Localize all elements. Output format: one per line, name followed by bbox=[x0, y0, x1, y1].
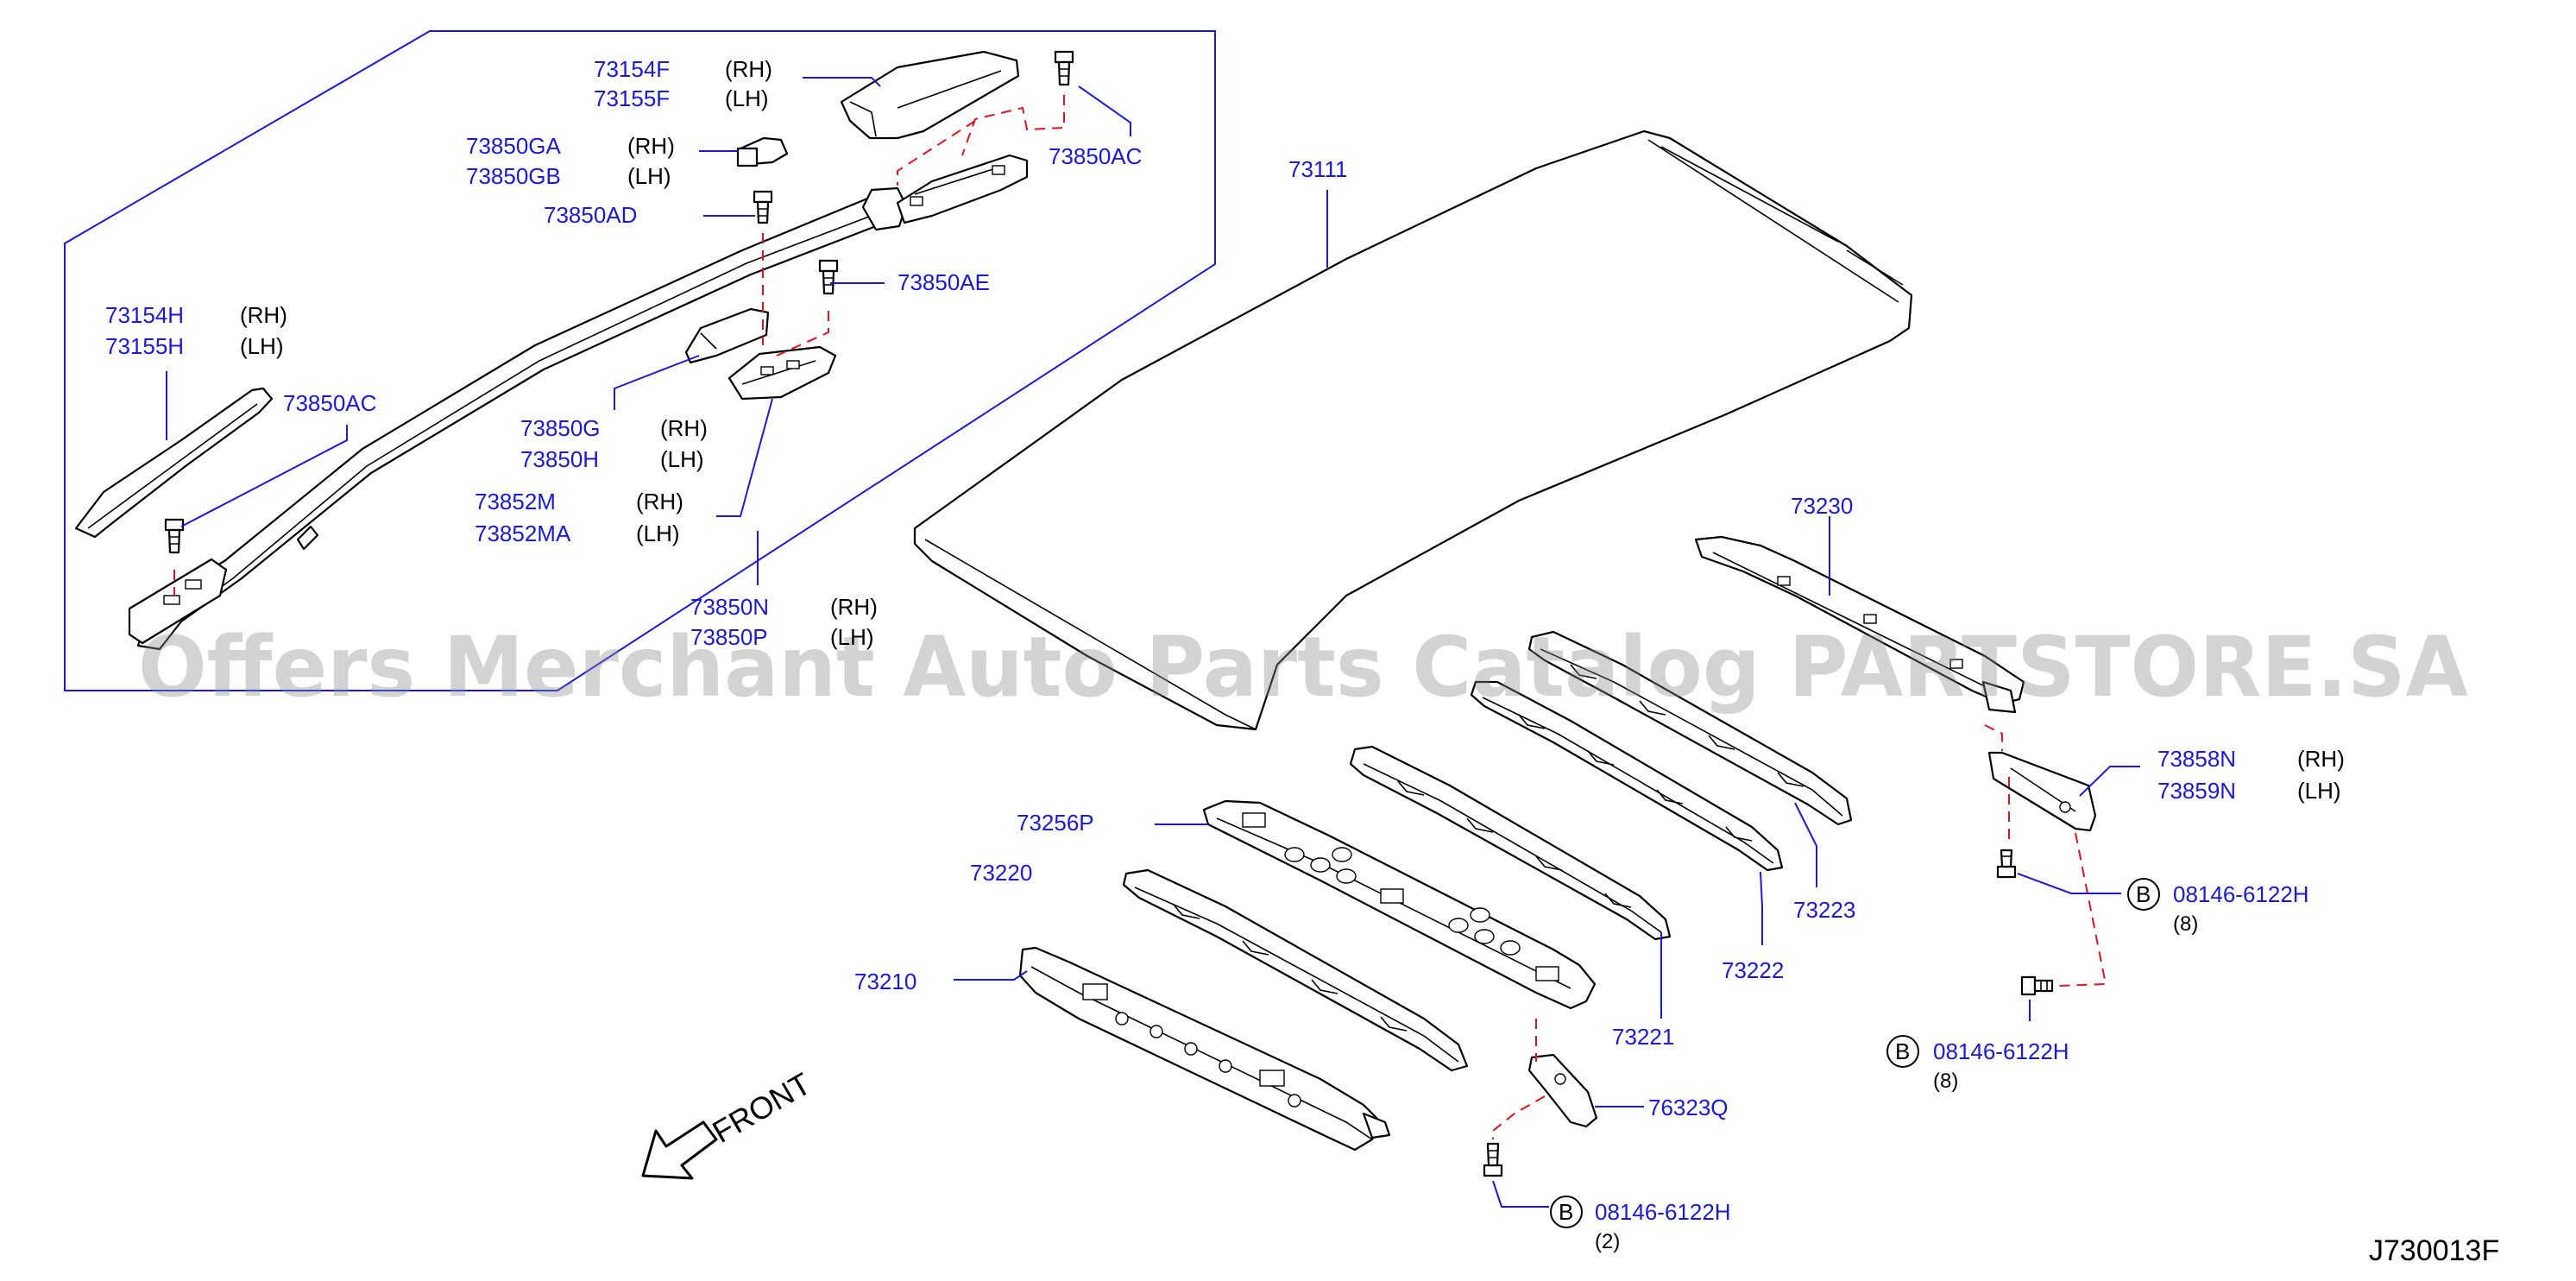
side-lh: (LH) bbox=[636, 521, 680, 546]
bolt-b-circle-2 bbox=[1886, 1035, 1919, 1068]
side-rh: (RH) bbox=[627, 133, 675, 159]
callout-bolt-2: 08146-6122H bbox=[1933, 1038, 2069, 1064]
side-rh: (RH) bbox=[660, 415, 708, 441]
callout-bolt-3: 08146-6122H bbox=[1595, 1199, 1731, 1225]
bracket-73852M bbox=[727, 345, 837, 401]
watermark: Offers Merchant Auto Parts Catalog PARTS… bbox=[138, 619, 2468, 716]
leader-73154F bbox=[803, 77, 881, 87]
assembly-line bbox=[897, 120, 976, 186]
bolt-b-circle-3 bbox=[1550, 1196, 1583, 1228]
callout-73850N: 73850N bbox=[690, 594, 769, 620]
qty-bolt-3: (2) bbox=[1595, 1230, 1620, 1253]
bracket-73858N bbox=[1987, 751, 2097, 832]
callout-73221: 73221 bbox=[1612, 1024, 1674, 1050]
bracket-76323Q bbox=[1527, 1053, 1598, 1128]
callout-73852MA: 73852MA bbox=[475, 521, 571, 546]
side-lh: (LH) bbox=[725, 85, 769, 111]
assembly-line bbox=[776, 311, 829, 357]
bolt-right-1 bbox=[1996, 849, 2017, 879]
bolt-b-circle-1 bbox=[2127, 878, 2160, 911]
side-lh: (LH) bbox=[660, 446, 704, 472]
bolt-bottom bbox=[1483, 1142, 1503, 1177]
rail-cover-73154H bbox=[74, 387, 274, 539]
qty-bolt-2: (8) bbox=[1933, 1070, 1958, 1093]
callout-73858N: 73858N bbox=[2157, 746, 2236, 772]
side-lh: (LH) bbox=[627, 163, 671, 189]
callout-73859N: 73859N bbox=[2157, 778, 2236, 804]
callout-73850AE: 73850AE bbox=[898, 269, 990, 295]
callout-73850AC-top: 73850AC bbox=[1049, 143, 1142, 169]
leader-bolt-right-1 bbox=[2017, 873, 2121, 894]
callout-73850AC-left: 73850AC bbox=[283, 390, 376, 416]
callout-73155H: 73155H bbox=[105, 333, 184, 359]
front-arrow-icon bbox=[641, 1120, 718, 1180]
callout-73852M: 73852M bbox=[475, 489, 556, 514]
roof-bow-73256P bbox=[1202, 799, 1597, 1010]
end-cap-73850GA bbox=[736, 136, 789, 167]
front-label: FRONT bbox=[707, 1065, 817, 1150]
side-rh: (RH) bbox=[636, 489, 683, 514]
assembly-line bbox=[1984, 724, 2107, 987]
rail-end-support-top bbox=[896, 154, 1029, 224]
screw-73850AD bbox=[753, 190, 773, 224]
callout-73850GA: 73850GA bbox=[466, 133, 562, 159]
callout-73850H: 73850H bbox=[520, 446, 599, 472]
side-rh: (RH) bbox=[830, 594, 878, 620]
screw-73850AE bbox=[818, 259, 839, 295]
rail-cover-73154F bbox=[840, 50, 1020, 140]
leader-73222 bbox=[1760, 871, 1763, 945]
callout-73850GB: 73850GB bbox=[466, 163, 561, 189]
roof-bow-73223 bbox=[1527, 630, 1853, 826]
leader-73850AC-top bbox=[1078, 85, 1131, 136]
bolt-b-letter-1: B bbox=[2136, 881, 2151, 907]
roof-rail-bracket-73230 bbox=[1694, 535, 2025, 714]
callout-73223: 73223 bbox=[1793, 897, 1855, 923]
callout-73222: 73222 bbox=[1722, 957, 1784, 983]
assembly-line bbox=[1492, 1019, 1546, 1139]
side-rh: (RH) bbox=[2297, 746, 2345, 772]
callout-73154H: 73154H bbox=[105, 302, 184, 328]
callout-76323Q: 76323Q bbox=[1648, 1095, 1729, 1120]
callout-73220: 73220 bbox=[970, 860, 1032, 886]
screw-73850AC-left bbox=[164, 518, 185, 554]
leader-73210 bbox=[954, 970, 1028, 981]
rail-cover-73850G bbox=[684, 307, 770, 364]
callout-73850G: 73850G bbox=[520, 415, 601, 441]
leader-bolt-bottom bbox=[1492, 1180, 1549, 1208]
roof-bow-73220 bbox=[1122, 868, 1469, 1072]
bolt-right-2 bbox=[2020, 975, 2054, 996]
roof-panel-73111 bbox=[913, 129, 1913, 731]
callout-bolt-1: 08146-6122H bbox=[2173, 881, 2309, 907]
roof-bow-73222 bbox=[1470, 680, 1784, 872]
screw-73850AC-top bbox=[1054, 50, 1074, 86]
callout-73210: 73210 bbox=[854, 969, 916, 994]
side-lh: (LH) bbox=[240, 333, 284, 359]
callout-73111: 73111 bbox=[1288, 156, 1347, 182]
roof-header-73210 bbox=[1018, 946, 1391, 1152]
assembly-line bbox=[961, 95, 1065, 156]
leader-73223 bbox=[1794, 802, 1817, 887]
callout-73155F: 73155F bbox=[594, 85, 670, 111]
roof-bow-73221 bbox=[1349, 745, 1672, 941]
side-rh: (RH) bbox=[725, 56, 772, 82]
callout-73850P: 73850P bbox=[690, 624, 768, 650]
leader-73850AC-left bbox=[180, 425, 348, 527]
callout-73256P: 73256P bbox=[1017, 810, 1094, 836]
side-lh: (LH) bbox=[830, 624, 874, 650]
diagram-code: J730013F bbox=[2369, 1234, 2499, 1267]
side-lh: (LH) bbox=[2297, 778, 2341, 804]
leader-73852M bbox=[716, 398, 773, 517]
callout-73230: 73230 bbox=[1791, 493, 1853, 519]
callout-73154F: 73154F bbox=[594, 56, 670, 82]
qty-bolt-1: (8) bbox=[2173, 912, 2198, 936]
bolt-b-letter-3: B bbox=[1559, 1199, 1573, 1225]
callout-73850AD: 73850AD bbox=[544, 202, 637, 228]
roof-rail-73850N bbox=[128, 186, 908, 651]
roof-rail-inset-frame bbox=[64, 30, 1216, 691]
side-rh: (RH) bbox=[240, 302, 287, 328]
leader-73850G bbox=[614, 355, 700, 410]
bolt-b-letter-2: B bbox=[1895, 1038, 1910, 1064]
leader-73858N bbox=[2079, 766, 2140, 797]
